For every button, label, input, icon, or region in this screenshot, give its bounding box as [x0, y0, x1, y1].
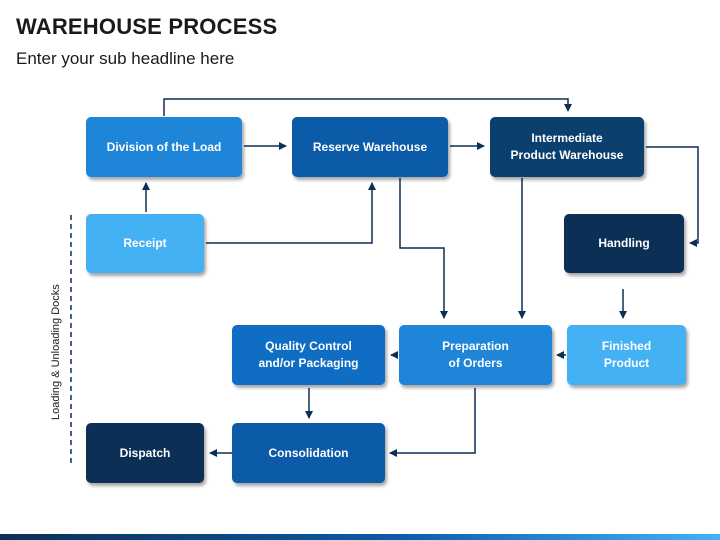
page-title: WAREHOUSE PROCESS: [16, 14, 278, 39]
node-consolidation[interactable]: Consolidation: [232, 423, 385, 483]
node-intermediate-product-warehouse[interactable]: Intermediate Product Warehouse: [490, 117, 644, 177]
arrow-reserve-to-preparation: [399, 178, 448, 319]
arrow-preparation-to-consolidation: [389, 388, 476, 457]
node-handling[interactable]: Handling: [564, 214, 684, 273]
arrow-intermediate-to-handling: [646, 146, 699, 247]
node-reserve-warehouse[interactable]: Reserve Warehouse: [292, 117, 448, 177]
node-finished-product[interactable]: Finished Product: [567, 325, 686, 385]
bottom-accent-bar: [0, 534, 720, 540]
node-receipt[interactable]: Receipt: [86, 214, 204, 273]
arrow-receipt-to-reserve: [206, 182, 376, 244]
node-preparation-of-orders[interactable]: Preparation of Orders: [399, 325, 552, 385]
page-subtitle: Enter your sub headline here: [16, 49, 235, 68]
node-quality-control-packaging[interactable]: Quality Control and/or Packaging: [232, 325, 385, 385]
arrow-division-to-intermediate: [163, 98, 572, 116]
node-division-of-load[interactable]: Division of the Load: [86, 117, 242, 177]
docks-label: Loading & Unloading Docks: [50, 284, 62, 420]
node-dispatch[interactable]: Dispatch: [86, 423, 204, 483]
